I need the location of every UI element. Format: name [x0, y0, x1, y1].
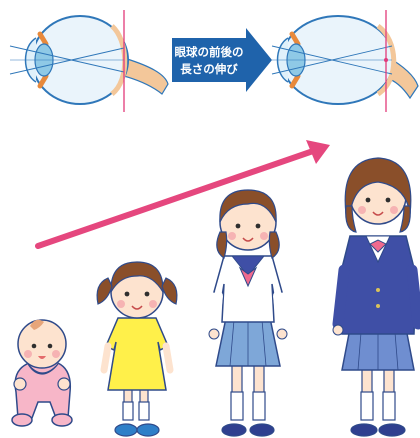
eye-after-icon [271, 10, 419, 112]
toddler-girl-icon [96, 261, 178, 437]
eye-before-icon [9, 10, 169, 112]
growth-arrow-icon [35, 140, 330, 249]
callout-line-2: 長さの伸び [180, 62, 238, 76]
baby-icon [11, 319, 73, 427]
callout-line-1: 眼球の前後の [175, 45, 244, 59]
axial-length-callout: 眼球の前後の 長さの伸び [172, 28, 272, 92]
high-school-girl-icon [332, 157, 420, 437]
middle-school-girl-icon [208, 189, 288, 437]
